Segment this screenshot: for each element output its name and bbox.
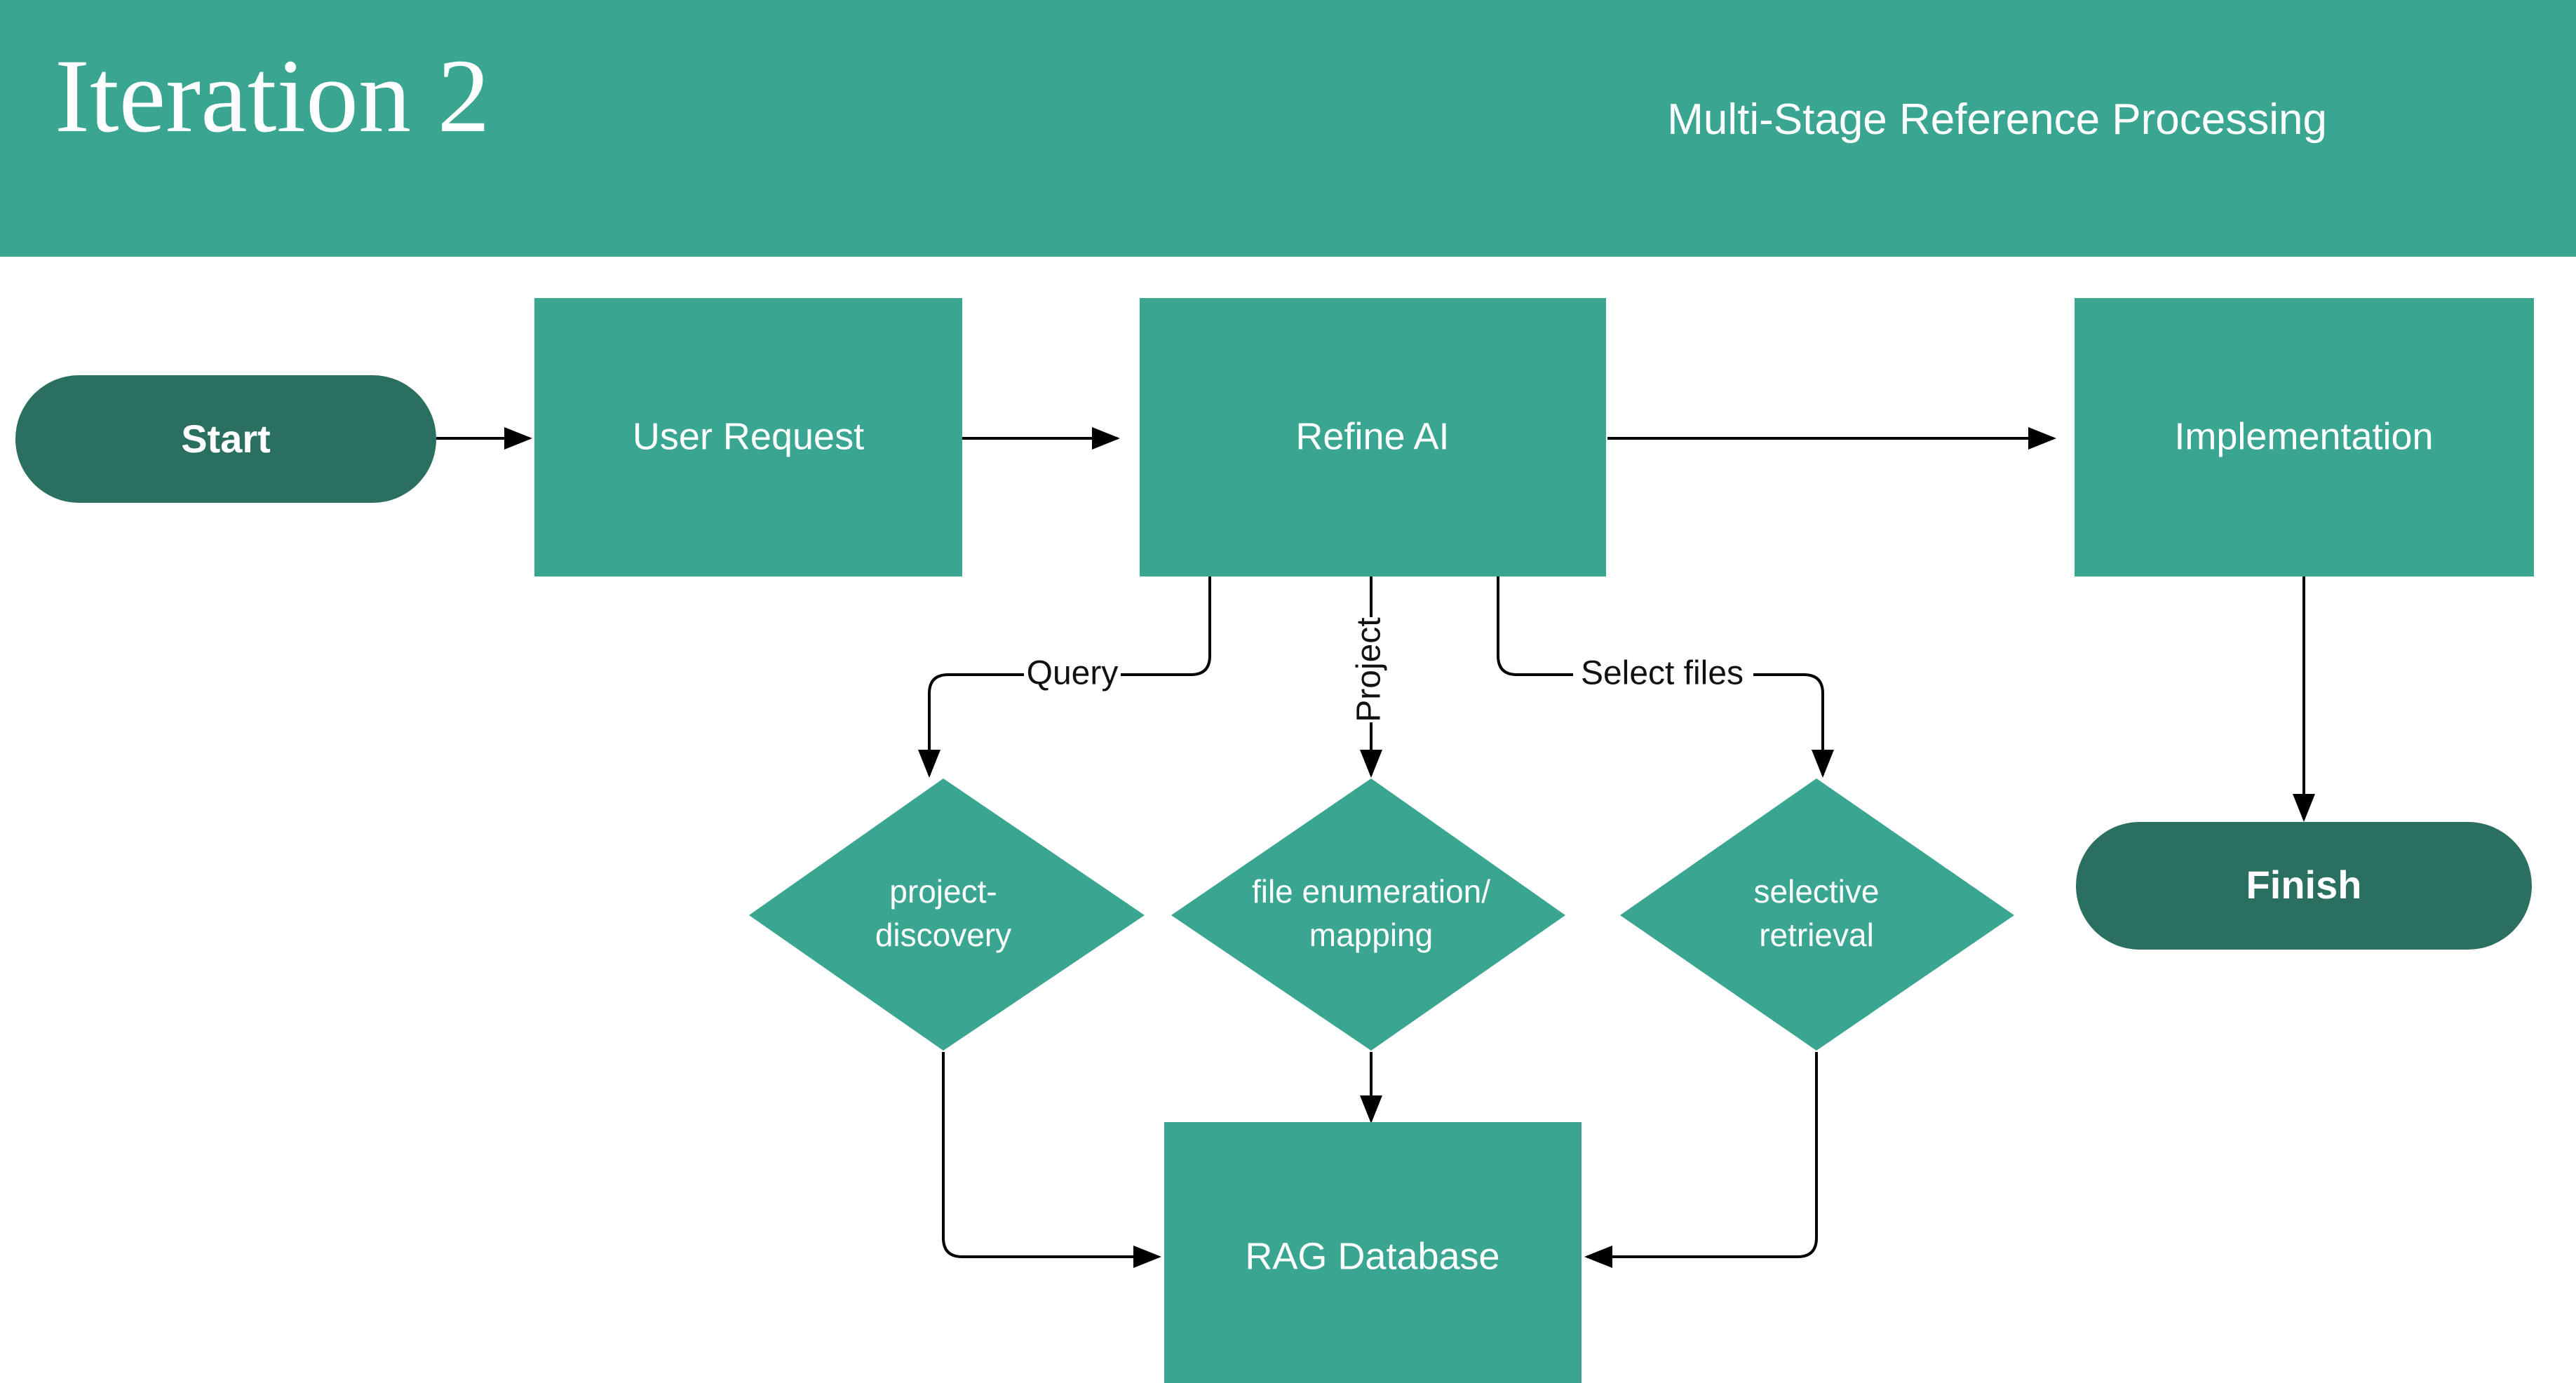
node-file-enumeration-label-line2: mapping — [1309, 917, 1433, 953]
edge-refine-ai-to-file-enumeration: Project — [1351, 576, 1388, 778]
edge-label-query: Query — [1027, 655, 1119, 692]
node-file-enumeration-label-line1: file enumeration/ — [1252, 873, 1490, 910]
edge-label-select-files: Select files — [1581, 655, 1744, 692]
edge-label-project: Project — [1351, 617, 1388, 722]
header-bar: Iteration 2 Multi-Stage Reference Proces… — [0, 0, 2576, 257]
node-user-request-label: User Request — [633, 415, 864, 457]
node-refine-ai-label: Refine AI — [1295, 415, 1449, 457]
node-project-discovery-label-line2: discovery — [875, 917, 1011, 953]
edge-selective-retrieval-to-rag-database — [1584, 1052, 1818, 1268]
node-project-discovery[interactable]: project- discovery — [749, 778, 1145, 1051]
node-rag-database-label: RAG Database — [1245, 1235, 1499, 1277]
node-selective-retrieval[interactable]: selective retrieval — [1620, 778, 2014, 1051]
node-file-enumeration[interactable]: file enumeration/ mapping — [1171, 778, 1565, 1051]
node-refine-ai[interactable]: Refine AI — [1140, 298, 1606, 576]
node-implementation-label: Implementation — [2174, 415, 2433, 457]
edge-project-discovery-to-rag-database — [942, 1052, 1161, 1268]
node-project-discovery-label-line1: project- — [889, 873, 997, 910]
node-start[interactable]: Start — [15, 375, 436, 503]
page-subtitle: Multi-Stage Reference Processing — [1667, 95, 2327, 144]
page-title: Iteration 2 — [55, 38, 490, 154]
node-rag-database[interactable]: RAG Database — [1164, 1122, 1582, 1383]
node-user-request[interactable]: User Request — [534, 298, 962, 576]
node-implementation[interactable]: Implementation — [2075, 298, 2534, 576]
node-selective-retrieval-label-line2: retrieval — [1759, 917, 1874, 953]
node-finish-label: Finish — [2246, 863, 2362, 907]
edge-refine-ai-to-selective-retrieval: Select files — [1497, 576, 1834, 778]
node-selective-retrieval-label-line1: selective — [1754, 873, 1880, 910]
edge-refine-ai-to-project-discovery: Query — [918, 576, 1211, 778]
node-finish[interactable]: Finish — [2076, 822, 2532, 950]
node-start-label: Start — [181, 417, 271, 461]
